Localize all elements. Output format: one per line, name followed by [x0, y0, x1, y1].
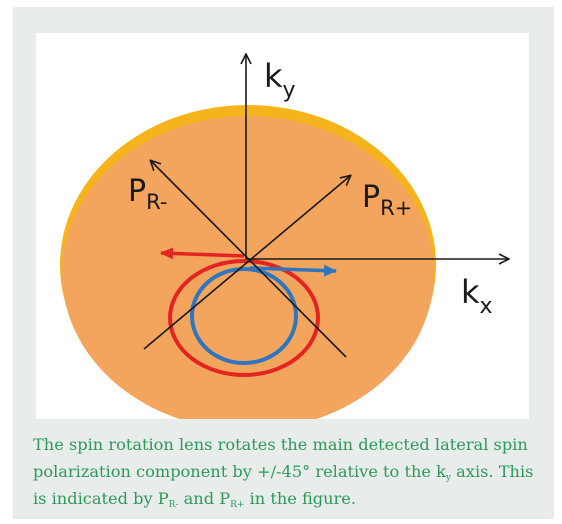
pr-plus-axis: [143, 176, 350, 350]
pr-plus-label: PR+: [362, 180, 412, 220]
blue-circle: [190, 267, 298, 365]
figure-caption: The spin rotation lens rotates the main …: [33, 431, 543, 512]
red-circle: [168, 259, 320, 377]
caption-part-1: The spin rotation lens rotates the main …: [33, 435, 528, 481]
spin-lens-diagram: ky kx PR- PR+: [60, 33, 529, 419]
caption-pr-minus-subscript: R-: [168, 500, 179, 510]
figure-card: ky kx PR- PR+ The spin rotation lens rot…: [13, 7, 554, 519]
caption-pr-plus-subscript: R+: [230, 500, 245, 510]
ky-label: ky: [264, 57, 296, 103]
red-arrow: [160, 247, 245, 260]
kx-label: kx: [461, 273, 493, 319]
pr-minus-axis: [151, 161, 347, 358]
caption-part-2: axis. This is indicated by P: [33, 462, 534, 508]
caption-part-4: in the figure.: [244, 489, 357, 508]
caption-ky-subscript: y: [445, 473, 452, 483]
caption-part-3: and P: [178, 489, 231, 508]
diagram-panel: ky kx PR- PR+: [36, 33, 529, 419]
pr-minus-label: PR-: [128, 174, 167, 214]
blue-arrow: [249, 264, 337, 277]
